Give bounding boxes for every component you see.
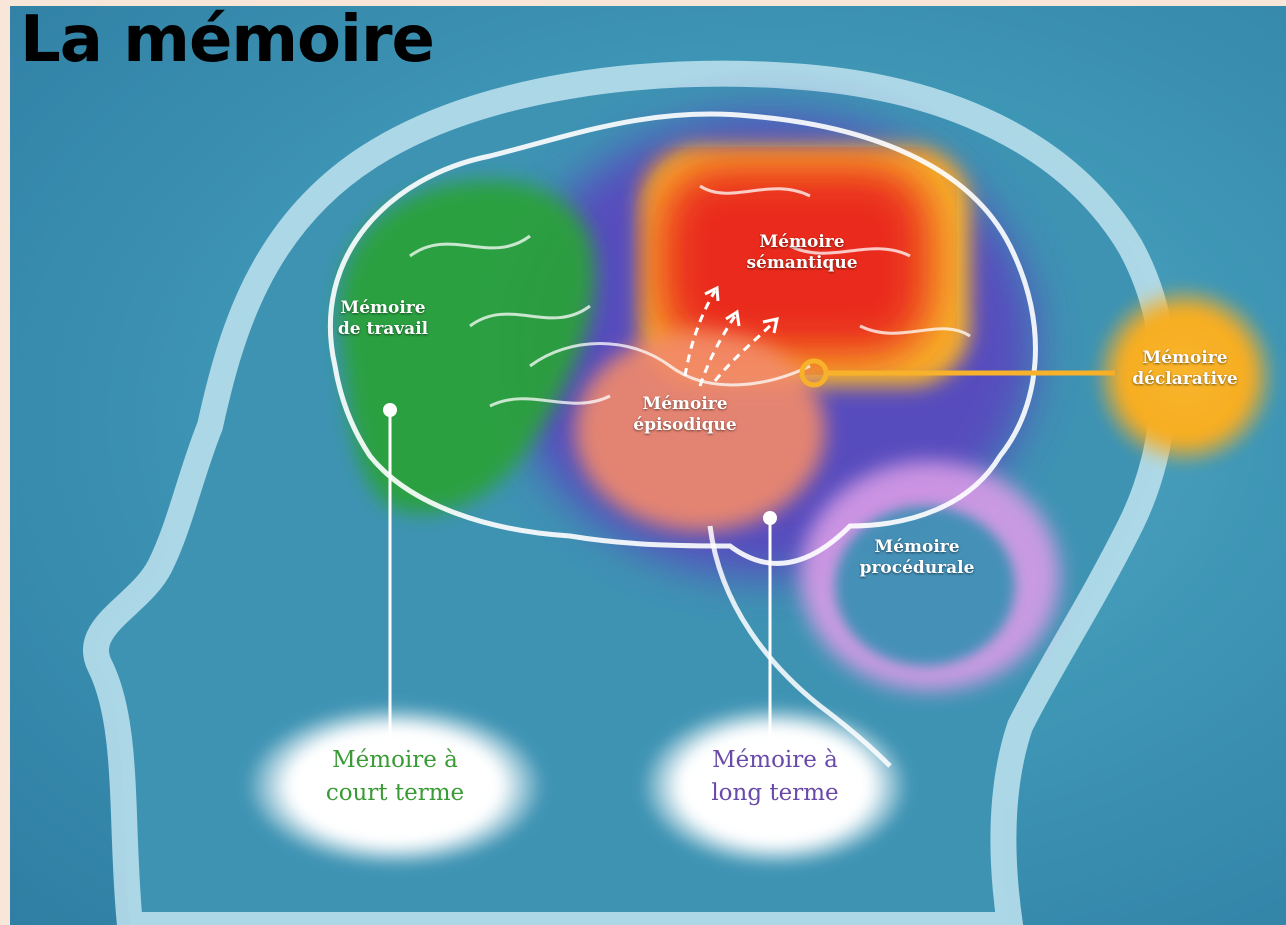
cerebellum [835, 506, 1015, 666]
page-title: La mémoire [20, 8, 434, 72]
brain-illustration [10, 6, 1286, 925]
